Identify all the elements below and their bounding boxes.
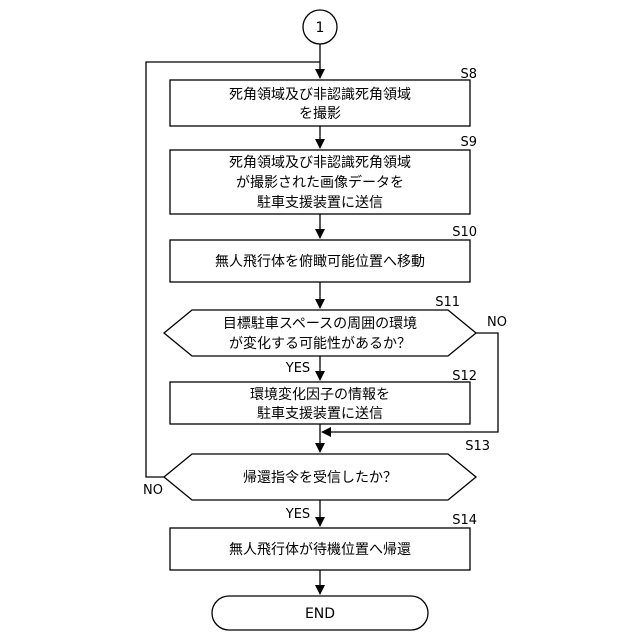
decision-s11: 目標駐車スペースの周囲の環境 が変化する可能性があるか？: [164, 310, 476, 356]
process-s12: 環境変化因子の情報を 駐車支援装置に送信: [170, 382, 470, 424]
step-label-s11: S11: [435, 295, 460, 310]
step-label-s14: S14: [452, 513, 477, 528]
process-s9-line-2: が撮影された画像データを: [236, 174, 404, 191]
decision-s11-line-2: が変化する可能性があるか？: [229, 335, 411, 352]
process-s10: 無人飛行体を俯瞰可能位置へ移動: [170, 240, 470, 282]
decision-s13-line-1: 帰還指令を受信したか？: [243, 469, 397, 486]
branch-s13-no: NO: [143, 483, 163, 498]
process-s8-line-1: 死角領域及び非認識死角領域: [229, 86, 411, 103]
step-label-s13: S13: [465, 439, 490, 454]
step-label-s10: S10: [452, 225, 477, 240]
process-s14: 無人飛行体が待機位置へ帰還: [170, 528, 470, 570]
process-s12-line-1: 環境変化因子の情報を: [250, 386, 390, 403]
terminal-end-label: END: [305, 606, 335, 622]
process-s9-line-1: 死角領域及び非認識死角領域: [229, 154, 411, 171]
terminal-end: END: [212, 596, 428, 630]
step-label-s9: S9: [460, 135, 477, 150]
process-s9: 死角領域及び非認識死角領域 が撮影された画像データを 駐車支援装置に送信: [170, 150, 470, 214]
process-s8: 死角領域及び非認識死角領域 を撮影: [170, 80, 470, 126]
connector-1: 1: [303, 10, 337, 44]
branch-s11-yes: YES: [285, 361, 310, 376]
process-s10-line-1: 無人飛行体を俯瞰可能位置へ移動: [215, 254, 425, 270]
decision-s13: 帰還指令を受信したか？: [164, 454, 476, 500]
branch-s11-no: NO: [487, 315, 507, 330]
process-s14-line-1: 無人飛行体が待機位置へ帰還: [229, 541, 411, 558]
decision-s11-line-1: 目標駐車スペースの周囲の環境: [223, 315, 417, 332]
connector-label: 1: [316, 20, 325, 36]
process-s12-line-2: 駐車支援装置に送信: [257, 405, 383, 422]
process-s9-line-3: 駐車支援装置に送信: [257, 194, 383, 211]
branch-s13-yes: YES: [285, 507, 310, 522]
process-s8-line-2: を撮影: [299, 105, 341, 122]
